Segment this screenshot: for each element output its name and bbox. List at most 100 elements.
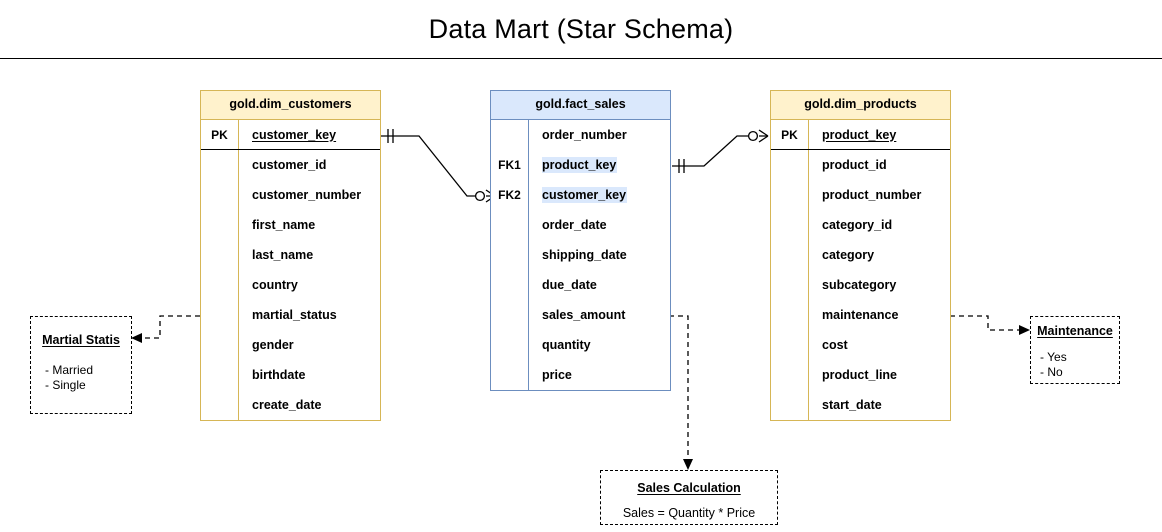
row-field-label: product_id [822, 158, 887, 172]
table-row[interactable]: country [201, 270, 380, 300]
relationship-customers-to-fact [381, 129, 496, 203]
note-sales-calculation[interactable]: Sales Calculation Sales = Quantity * Pri… [600, 470, 778, 525]
table-row[interactable]: order_date [491, 210, 670, 240]
row-field-label: customer_number [252, 188, 362, 202]
row-field-label: start_date [822, 398, 882, 412]
table-row[interactable]: customer_number [201, 180, 380, 210]
table-row[interactable]: subcategory [771, 270, 950, 300]
table-row[interactable]: customer_id [201, 150, 380, 180]
row-key-label: FK2 [491, 180, 529, 210]
row-field-label: order_date [542, 218, 607, 232]
entity-title-fact-sales: gold.fact_sales [491, 91, 670, 120]
row-key-label [491, 360, 529, 390]
table-row[interactable]: first_name [201, 210, 380, 240]
row-key-label [491, 270, 529, 300]
row-field-label: category [822, 248, 875, 262]
row-key-label [491, 120, 529, 150]
table-row[interactable]: cost [771, 330, 950, 360]
row-field-label: country [252, 278, 298, 292]
table-row[interactable]: due_date [491, 270, 670, 300]
row-key-label [771, 210, 809, 240]
table-row[interactable]: PK product_key [771, 120, 950, 150]
row-field-label: martial_status [252, 308, 337, 322]
note-maintenance[interactable]: Maintenance - Yes - No [1030, 316, 1120, 384]
row-key-label [201, 360, 239, 390]
table-row[interactable]: quantity [491, 330, 670, 360]
row-field-label: maintenance [822, 308, 899, 322]
table-row[interactable]: product_line [771, 360, 950, 390]
row-field-label: quantity [542, 338, 591, 352]
row-field: product_key [809, 120, 950, 149]
row-key-label [491, 210, 529, 240]
note-line: - Married [45, 363, 94, 377]
row-key-label: PK [201, 120, 239, 149]
row-key-label: FK1 [491, 150, 529, 180]
table-row[interactable]: shipping_date [491, 240, 670, 270]
entity-gold-dim-customers[interactable]: gold.dim_customers PK customer_key custo… [200, 90, 381, 421]
annotation-link-martial-status [131, 315, 200, 343]
row-field-label: product_key [542, 157, 618, 173]
table-row[interactable]: start_date [771, 390, 950, 420]
row-key-label [491, 300, 529, 330]
row-field-label: subcategory [822, 278, 897, 292]
table-row[interactable]: order_number [491, 120, 670, 150]
table-row[interactable]: last_name [201, 240, 380, 270]
note-title: Sales Calculation [637, 481, 741, 495]
table-row[interactable]: create_date [201, 390, 380, 420]
row-field-label: customer_key [252, 127, 337, 142]
table-row[interactable]: product_id [771, 150, 950, 180]
row-key-label [201, 150, 239, 180]
row-field-label: order_number [542, 128, 627, 142]
row-key-label [201, 240, 239, 270]
table-row[interactable]: category [771, 240, 950, 270]
row-field-label: gender [252, 338, 294, 352]
table-row[interactable]: maintenance [771, 300, 950, 330]
row-key-label [771, 150, 809, 180]
row-field-label: customer_id [252, 158, 327, 172]
row-field-label: sales_amount [542, 308, 626, 322]
table-row[interactable]: birthdate [201, 360, 380, 390]
row-key-label [201, 300, 239, 330]
note-martial-status[interactable]: Martial Statis - Married - Single [30, 316, 132, 414]
table-row[interactable]: FK2 customer_key [491, 180, 670, 210]
table-row[interactable]: product_number [771, 180, 950, 210]
row-field: product_key [529, 150, 670, 180]
note-line: - No [1040, 365, 1063, 379]
table-row[interactable]: gender [201, 330, 380, 360]
table-row[interactable]: martial_status [201, 300, 380, 330]
table-row[interactable]: FK1 product_key [491, 150, 670, 180]
entity-fields-dim-customers: PK customer_key customer_id customer_num… [201, 120, 380, 420]
row-key-label [771, 270, 809, 300]
table-row[interactable]: category_id [771, 210, 950, 240]
row-key-label [771, 390, 809, 420]
title-divider [0, 58, 1162, 59]
table-row[interactable]: sales_amount [491, 300, 670, 330]
row-field-label: category_id [822, 218, 893, 232]
row-field-label: product_line [822, 368, 898, 382]
row-key-label [771, 240, 809, 270]
entity-gold-dim-products[interactable]: gold.dim_products PK product_key product… [770, 90, 951, 421]
page-title: Data Mart (Star Schema) [428, 14, 734, 44]
row-key-label [771, 330, 809, 360]
row-key-label [201, 270, 239, 300]
row-field: customer_key [529, 180, 670, 210]
row-field-label: create_date [252, 398, 322, 412]
entity-gold-fact-sales[interactable]: gold.fact_sales order_number FK1 product… [490, 90, 671, 391]
table-row[interactable]: PK customer_key [201, 120, 380, 150]
row-key-label [201, 390, 239, 420]
note-formula: Sales = Quantity * Price [622, 506, 756, 520]
annotation-link-maintenance [950, 315, 1030, 335]
entity-title-dim-customers: gold.dim_customers [201, 91, 380, 120]
row-field-label: due_date [542, 278, 597, 292]
row-key-label [771, 180, 809, 210]
row-field-label: customer_key [542, 187, 628, 203]
row-field: customer_key [239, 120, 380, 149]
entity-fields-dim-products: PK product_key product_id product_number… [771, 120, 950, 420]
entity-fields-fact-sales: order_number FK1 product_key FK2 custome… [491, 120, 670, 390]
row-key-label [201, 180, 239, 210]
table-row[interactable]: price [491, 360, 670, 390]
row-field-label: product_key [822, 127, 897, 142]
row-field-label: first_name [252, 218, 316, 232]
row-key-label [771, 360, 809, 390]
